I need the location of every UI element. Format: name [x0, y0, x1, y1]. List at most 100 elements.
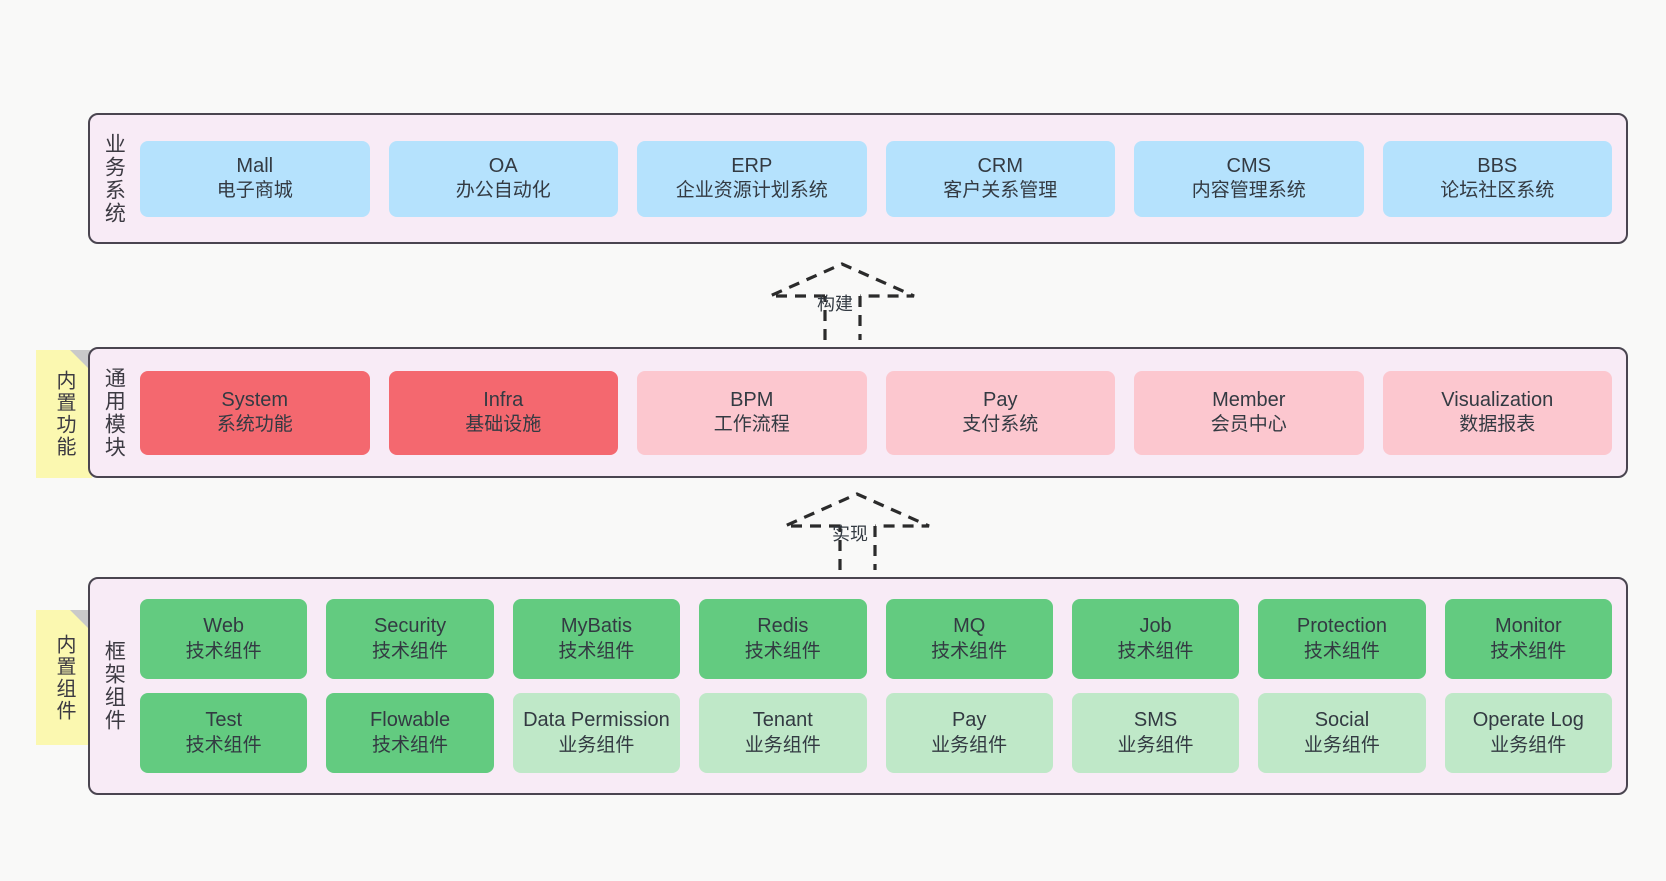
node-title: BPM — [730, 388, 774, 411]
node-title: Social — [1314, 709, 1370, 732]
node-title: Monitor — [1494, 615, 1562, 638]
node-crm[interactable]: CRM 客户关系管理 — [885, 140, 1115, 217]
node-bbs[interactable]: BBS 论坛社区系统 — [1382, 140, 1612, 217]
node-member[interactable]: Member 会员中心 — [1134, 370, 1364, 455]
node-title: MyBatis — [560, 615, 632, 638]
layer-body-common-modules: System 系统功能 Infra 基础设施 BPM 工作流程 Pay 支付系统… — [136, 349, 1626, 476]
node-social[interactable]: Social 业务组件 — [1258, 693, 1426, 773]
node-title: Tenant — [752, 709, 813, 732]
node-title: Infra — [483, 388, 524, 411]
node-title: BBS — [1477, 154, 1518, 177]
layer-body-framework-components: Web 技术组件 Security 技术组件 MyBatis 技术组件 Redi… — [136, 579, 1626, 793]
tag-label: 内置功能 — [53, 370, 75, 458]
node-tenant[interactable]: Tenant 业务组件 — [699, 693, 867, 773]
node-subtitle: 技术组件 — [1117, 640, 1194, 662]
node-row: System 系统功能 Infra 基础设施 BPM 工作流程 Pay 支付系统… — [140, 370, 1612, 455]
node-title: SMS — [1133, 709, 1178, 732]
node-monitor[interactable]: Monitor 技术组件 — [1444, 599, 1612, 679]
node-job[interactable]: Job 技术组件 — [1071, 599, 1240, 679]
node-subtitle: 技术组件 — [185, 640, 262, 662]
node-subtitle: 业务组件 — [1490, 734, 1567, 756]
node-title: MQ — [953, 615, 986, 638]
build-arrow-icon — [769, 262, 915, 340]
node-subtitle: 业务组件 — [931, 734, 1008, 756]
node-oa[interactable]: OA 办公自动化 — [388, 140, 618, 217]
node-title: System — [221, 388, 289, 411]
node-subtitle: 工作流程 — [713, 414, 790, 436]
node-subtitle: 业务组件 — [744, 734, 821, 756]
node-title: CRM — [977, 154, 1024, 177]
node-title: Mall — [236, 154, 274, 177]
node-system[interactable]: System 系统功能 — [140, 370, 370, 455]
tag-builtin-features: 内置功能 — [36, 350, 92, 478]
node-title: Flowable — [370, 709, 451, 732]
node-subtitle: 企业资源计划系统 — [675, 180, 828, 202]
node-data-permission[interactable]: Data Permission 业务组件 — [512, 693, 681, 773]
implement-arrow-icon — [784, 492, 930, 570]
node-mq[interactable]: MQ 技术组件 — [885, 599, 1053, 679]
node-protection[interactable]: Protection 技术组件 — [1258, 599, 1426, 679]
tag-builtin-components: 内置组件 — [36, 610, 92, 745]
node-subtitle: 技术组件 — [372, 640, 449, 662]
node-subtitle: 业务组件 — [558, 734, 635, 756]
connector-implement-label: 实现 — [832, 524, 868, 544]
node-subtitle: 基础设施 — [465, 414, 542, 436]
folded-corner-icon — [70, 610, 92, 632]
node-title: Operate Log — [1472, 709, 1584, 732]
node-subtitle: 业务组件 — [1117, 734, 1194, 756]
node-title: Security — [373, 615, 447, 638]
node-subtitle: 系统功能 — [216, 414, 293, 436]
node-title: Visualization — [1441, 388, 1554, 411]
node-pay-business[interactable]: Pay 业务组件 — [885, 693, 1053, 773]
connector-implement: 实现 — [775, 492, 935, 582]
layer-business-systems: 业务系统 Mall 电子商城 OA 办公自动化 ERP 企业资源计划系统 CRM… — [88, 113, 1628, 244]
node-subtitle: 论坛社区系统 — [1440, 180, 1555, 202]
node-subtitle: 业务组件 — [1303, 734, 1380, 756]
node-flowable[interactable]: Flowable 技术组件 — [326, 693, 494, 773]
node-title: CMS — [1226, 154, 1271, 177]
node-subtitle: 技术组件 — [744, 640, 821, 662]
layer-title-business-systems: 业务系统 — [102, 132, 126, 225]
node-title: Data Permission — [523, 709, 670, 732]
node-security[interactable]: Security 技术组件 — [326, 599, 494, 679]
tag-label: 内置组件 — [53, 633, 75, 722]
node-subtitle: 电子商城 — [216, 180, 293, 202]
node-bpm[interactable]: BPM 工作流程 — [637, 370, 867, 455]
connector-build: 构建 — [760, 262, 920, 352]
node-title: Test — [205, 709, 243, 732]
node-pay[interactable]: Pay 支付系统 — [885, 370, 1115, 455]
layer-framework-components: 框架组件 Web 技术组件 Security 技术组件 MyBatis 技术组件… — [88, 577, 1628, 795]
node-mall[interactable]: Mall 电子商城 — [140, 140, 370, 217]
node-operate-log[interactable]: Operate Log 业务组件 — [1444, 693, 1612, 773]
node-cms[interactable]: CMS 内容管理系统 — [1134, 140, 1364, 217]
node-redis[interactable]: Redis 技术组件 — [699, 599, 867, 679]
node-subtitle: 支付系统 — [962, 414, 1039, 436]
node-web[interactable]: Web 技术组件 — [140, 599, 308, 679]
node-mybatis[interactable]: MyBatis 技术组件 — [512, 599, 681, 679]
node-infra[interactable]: Infra 基础设施 — [388, 370, 618, 455]
node-test[interactable]: Test 技术组件 — [140, 693, 308, 773]
node-row: Web 技术组件 Security 技术组件 MyBatis 技术组件 Redi… — [140, 599, 1612, 679]
node-erp[interactable]: ERP 企业资源计划系统 — [637, 140, 867, 217]
layer-body-business-systems: Mall 电子商城 OA 办公自动化 ERP 企业资源计划系统 CRM 客户关系… — [136, 115, 1626, 242]
connector-build-label: 构建 — [817, 294, 853, 314]
node-subtitle: 技术组件 — [931, 640, 1008, 662]
node-sms[interactable]: SMS 业务组件 — [1071, 693, 1240, 773]
node-title: Pay — [951, 709, 987, 732]
node-subtitle: 技术组件 — [1303, 640, 1380, 662]
node-subtitle: 技术组件 — [558, 640, 635, 662]
layer-title-framework-components: 框架组件 — [102, 640, 126, 732]
node-subtitle: 办公自动化 — [455, 180, 551, 202]
node-title: Job — [1139, 615, 1172, 638]
node-title: Redis — [757, 615, 809, 638]
node-title: Member — [1212, 388, 1286, 411]
node-subtitle: 技术组件 — [372, 734, 449, 756]
node-title: ERP — [731, 154, 773, 177]
layer-title-common-modules: 通用模块 — [102, 366, 126, 459]
node-title: Pay — [983, 388, 1018, 411]
node-subtitle: 内容管理系统 — [1191, 180, 1306, 202]
node-subtitle: 数据报表 — [1459, 414, 1536, 436]
node-visualization[interactable]: Visualization 数据报表 — [1382, 370, 1612, 455]
node-title: Web — [203, 615, 245, 638]
